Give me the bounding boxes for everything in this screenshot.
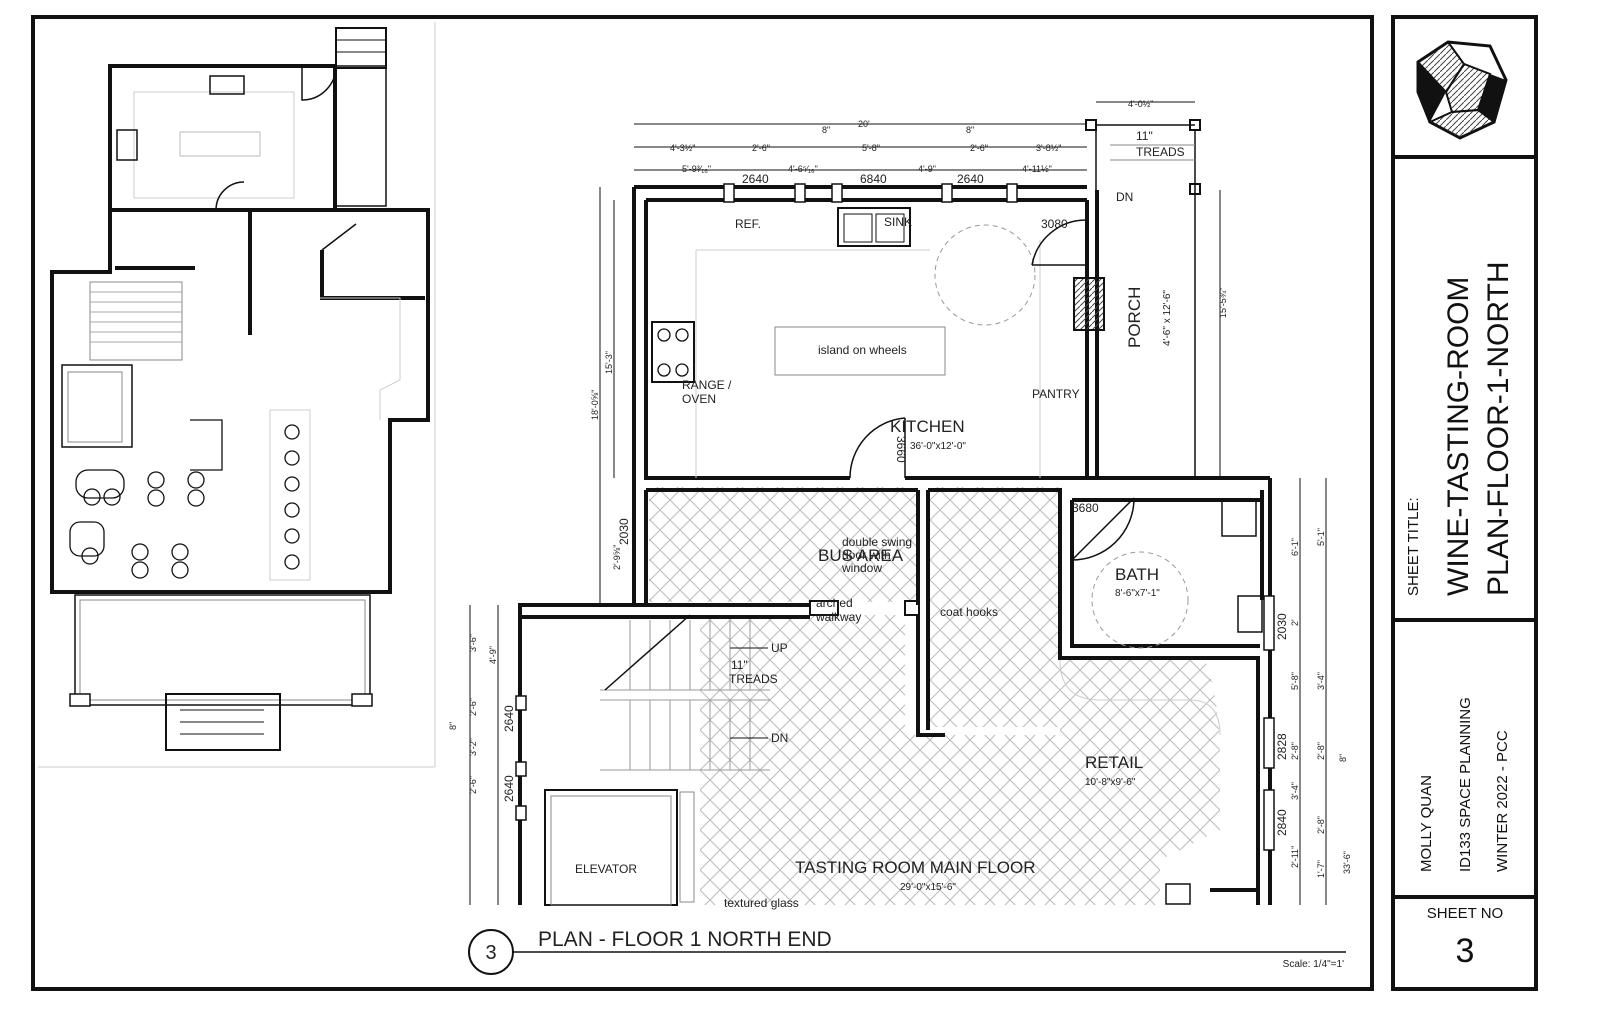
kitchen-dim: 36'-0"x12'-0" bbox=[910, 441, 966, 452]
dim-left-overall: 18'-0⅝" bbox=[590, 390, 600, 420]
dim-r1-3: 2'-6" bbox=[970, 143, 988, 153]
sheet-title-line2: PLAN-FLOOR-1-NORTH bbox=[1482, 262, 1515, 596]
window-tag-6840: 6840 bbox=[860, 172, 887, 186]
door-tag-3660: 3660 bbox=[894, 436, 908, 463]
drawing-title: 3 PLAN - FLOOR 1 NORTH END Scale: 1/4"=1… bbox=[468, 928, 1346, 975]
island-label: island on wheels bbox=[818, 343, 907, 357]
dim-right-c1-3: 2'-8" bbox=[1290, 742, 1300, 760]
dim-right-overall: 33'-6" bbox=[1342, 851, 1352, 874]
dim-right-c2-4: 1'-7" bbox=[1316, 860, 1326, 878]
kitchen-label: KITCHEN bbox=[890, 417, 965, 436]
range-label-2: OVEN bbox=[682, 392, 716, 406]
tasting-room-label: TASTING ROOM MAIN FLOOR bbox=[795, 858, 1036, 877]
door-tag-2840: 2840 bbox=[1275, 809, 1289, 836]
window-label: window bbox=[841, 561, 882, 575]
arched-label-2: walkway bbox=[815, 610, 861, 624]
retail-label: RETAIL bbox=[1085, 753, 1143, 772]
term-label: WINTER 2022 - PCC bbox=[1494, 730, 1511, 872]
porch-label: PORCH bbox=[1125, 287, 1144, 348]
tasting-room-dim: 29'-0"x15'-6" bbox=[900, 882, 956, 893]
dim-left-15-3: 15'-3" bbox=[604, 351, 614, 374]
dim-left-8: 8" bbox=[448, 722, 458, 730]
dim-right-c1-4: 3'-4" bbox=[1290, 782, 1300, 800]
dim-r2-0: 5'-9³⁄₁₆" bbox=[682, 164, 711, 174]
sheet-no-label: SHEET NO bbox=[1427, 905, 1503, 922]
dim-left-lower-3: 2'-6" bbox=[468, 776, 478, 794]
porch-treads-label: TREADS bbox=[1136, 145, 1185, 159]
dim-8b: 8" bbox=[966, 125, 974, 135]
porch-dim: 4'-6" x 12'-6" bbox=[1162, 290, 1173, 346]
dim-right-c2-3: 2'-8" bbox=[1316, 816, 1326, 834]
dim-left-lower-1: 2'-6" bbox=[468, 698, 478, 716]
porch-treads-size: 11" bbox=[1136, 129, 1153, 143]
door-tag-3680-bath: 3680 bbox=[1072, 501, 1099, 515]
key-plan bbox=[38, 22, 436, 768]
bath-label: BATH bbox=[1115, 565, 1159, 584]
dim-right-c1-5: 2'-11" bbox=[1290, 846, 1300, 868]
sheet-title-label: SHEET TITLE: bbox=[1405, 497, 1422, 596]
double-swing-label: double swing bbox=[842, 535, 912, 549]
herringbone-floor bbox=[649, 487, 917, 602]
arched-label-1: arched bbox=[816, 596, 853, 610]
sheet-no-value: 3 bbox=[1456, 932, 1475, 970]
dim-left-lower-0: 3'-6" bbox=[468, 634, 478, 652]
door-with-label: door with bbox=[842, 548, 891, 562]
course-name: ID133 SPACE PLANNING bbox=[1457, 697, 1474, 872]
dim-r1-2: 5'-8" bbox=[862, 143, 880, 153]
elevator-label: ELEVATOR bbox=[575, 862, 637, 876]
logo-gem-icon bbox=[1416, 40, 1508, 140]
dim-r2-2: 4'-9" bbox=[918, 164, 936, 174]
window-tag-2640-top-b: 2640 bbox=[957, 172, 984, 186]
dim-right-c1-0: 6'-1" bbox=[1290, 538, 1300, 556]
bus-area-label: BUS AREA bbox=[818, 546, 904, 565]
ref-label: REF. bbox=[735, 217, 761, 231]
coat-hooks-label: coat hooks bbox=[940, 605, 998, 619]
dim-right-c1-2: 5'-8" bbox=[1290, 672, 1300, 690]
dim-porch-side: 15'-5¾" bbox=[1218, 288, 1228, 318]
dim-right-8: 8" bbox=[1338, 754, 1348, 762]
window-tag-2640-top-a: 2640 bbox=[742, 172, 769, 186]
author-name: MOLLY QUAN bbox=[1418, 775, 1435, 872]
drawing-number: 3 bbox=[485, 942, 496, 964]
door-tag-2030-left: 2030 bbox=[617, 518, 631, 545]
pantry-label: PANTRY bbox=[1032, 387, 1080, 401]
treads-size: 11" bbox=[731, 658, 748, 672]
floor-plan: REF. SINK island on wheels RANGE / OVEN … bbox=[448, 99, 1352, 910]
dim-right-c2-2: 2'-8" bbox=[1316, 742, 1326, 760]
dn-porch-label: DN bbox=[1116, 190, 1133, 204]
drawing-scale: Scale: 1/4"=1' bbox=[1283, 959, 1344, 970]
dim-left-lower-b: 4'-9" bbox=[488, 646, 498, 664]
door-tag-3080: 3080 bbox=[1041, 217, 1068, 231]
window-tag-2640-a: 2640 bbox=[502, 705, 516, 732]
window-tag-2640-b: 2640 bbox=[502, 775, 516, 802]
dim-r1-1: 2'-6" bbox=[752, 143, 770, 153]
sink-label: SINK bbox=[884, 215, 912, 229]
treads-label: TREADS bbox=[729, 672, 778, 686]
sheet-title-line1: WINE-TASTING-ROOM bbox=[1442, 277, 1475, 596]
dim-r1-4: 3'-8½" bbox=[1036, 143, 1061, 153]
dim-right-c2-1: 3'-4" bbox=[1316, 672, 1326, 690]
dn-label: DN bbox=[771, 731, 788, 745]
dim-right-c1-1: 2' bbox=[1290, 619, 1300, 626]
dim-left-lower-2: 3'-2" bbox=[468, 738, 478, 756]
door-tag-2828: 2828 bbox=[1275, 733, 1289, 760]
textured-glass-label: textured glass bbox=[724, 896, 799, 910]
range-label-1: RANGE / bbox=[682, 378, 732, 392]
title-block: SHEET TITLE: WINE-TASTING-ROOM PLAN-FLOO… bbox=[1391, 15, 1538, 991]
up-label: UP bbox=[771, 641, 788, 655]
dim-left-2-9: 2'-9⅝" bbox=[612, 545, 622, 570]
dim-r2-3: 4'-11½" bbox=[1022, 164, 1052, 174]
drawing-frame bbox=[31, 15, 1374, 991]
bath-dim: 8'-6"x7'-1" bbox=[1115, 588, 1160, 599]
drawing-title-text: PLAN - FLOOR 1 NORTH END bbox=[538, 928, 832, 951]
dim-porch-top: 4'-0½" bbox=[1128, 99, 1153, 109]
dim-8a: 8" bbox=[822, 125, 830, 135]
dim-r2-1: 4'-6⁵⁄₁₆" bbox=[788, 164, 818, 174]
retail-dim: 10'-8"x9'-6" bbox=[1085, 777, 1136, 788]
dim-right-c2-0: 5'-1" bbox=[1316, 528, 1326, 546]
door-tag-2030-right: 2030 bbox=[1275, 613, 1289, 640]
dim-r1-0: 4'-3½" bbox=[670, 143, 695, 153]
dim-overall-top: 20' bbox=[858, 119, 870, 129]
